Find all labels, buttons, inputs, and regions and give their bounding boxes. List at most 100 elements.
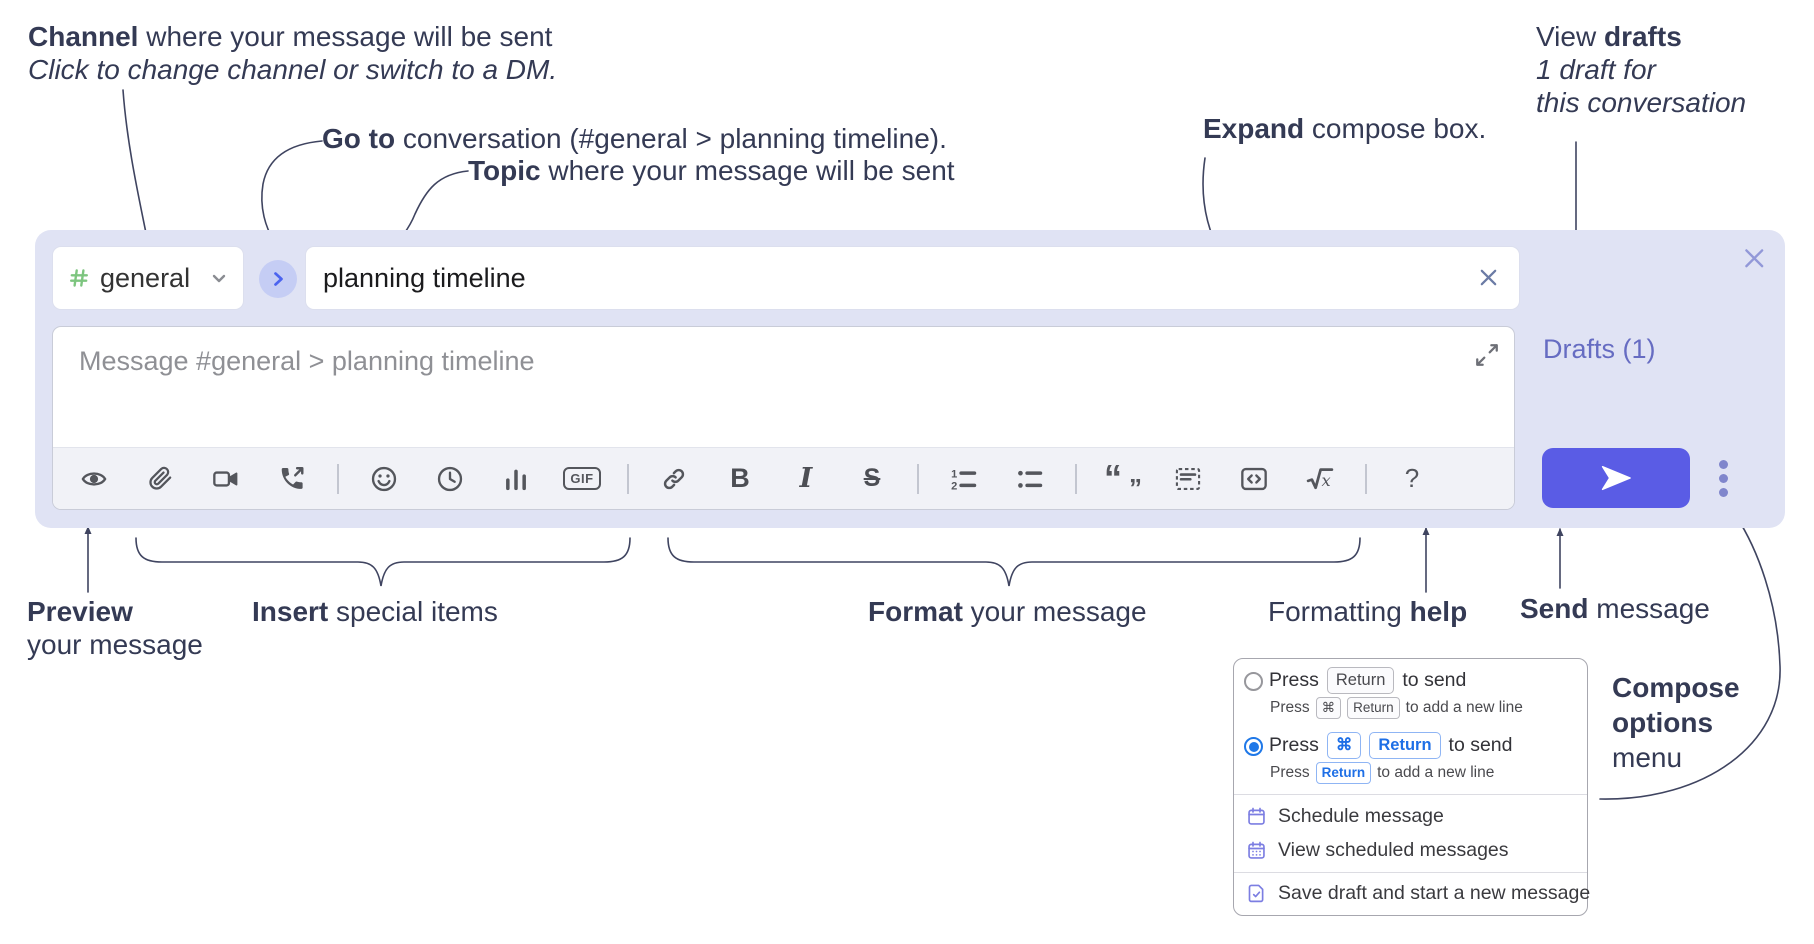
emoji-button[interactable]	[351, 448, 417, 510]
quote-button[interactable]: “ ”	[1089, 448, 1155, 510]
bold-button[interactable]: B	[707, 448, 773, 510]
ellipsis-icon	[1718, 459, 1728, 469]
help-icon: ?	[1404, 463, 1420, 493]
menu-item-save-draft[interactable]: Save draft and start a new message	[1246, 882, 1590, 905]
compose-toolbar: GIF B I S	[53, 447, 1514, 509]
go-to-conversation-button[interactable]	[259, 260, 297, 298]
close-compose-button[interactable]	[1741, 245, 1767, 271]
menu-divider	[1234, 794, 1587, 795]
math-sqrt-icon: x	[1306, 467, 1334, 489]
radio-enter-sends[interactable]	[1244, 672, 1263, 691]
preview-button[interactable]	[61, 448, 127, 510]
expand-icon	[1476, 344, 1498, 366]
option-enter-to-send-hint: Press ⌘ Return to add a new line	[1270, 697, 1523, 719]
attach-file-button[interactable]	[127, 448, 193, 510]
code-icon	[1241, 467, 1267, 490]
topic-value: planning timeline	[323, 262, 526, 293]
note-formatting-help: Formatting help	[1268, 596, 1468, 627]
note-format: Format your message	[868, 596, 1147, 627]
brace-insert	[135, 537, 631, 587]
menu-item-view-scheduled[interactable]: View scheduled messages	[1246, 839, 1509, 862]
audio-call-button[interactable]	[259, 448, 325, 510]
svg-text:1: 1	[951, 468, 957, 480]
toolbar-divider	[1075, 463, 1077, 494]
return-key: Return	[1326, 667, 1395, 694]
note-send: Send message	[1520, 593, 1710, 624]
spoiler-button[interactable]	[1155, 448, 1221, 510]
toolbar-divider	[917, 463, 919, 494]
compose-options-menu: Press Return to send Press ⌘ Return to a…	[1233, 658, 1590, 916]
link-button[interactable]	[641, 448, 707, 510]
send-icon	[1601, 465, 1631, 491]
note-channel: Channel where your message will be sent …	[28, 21, 558, 85]
chevron-right-icon	[274, 272, 283, 286]
ellipsis-icon	[1718, 487, 1728, 497]
toolbar-divider	[627, 463, 629, 494]
link-icon	[663, 468, 685, 489]
note-topic: Topic where your message will be sent	[468, 155, 955, 186]
math-button[interactable]: x	[1287, 448, 1353, 510]
bar-chart-icon	[506, 469, 526, 490]
ellipsis-icon	[1718, 473, 1728, 483]
clock-icon	[437, 466, 463, 491]
calendar-grid-icon	[1248, 841, 1265, 859]
note-expand: Expand compose box.	[1203, 113, 1487, 144]
poll-button[interactable]	[483, 448, 549, 510]
calendar-icon	[1248, 807, 1265, 825]
drafts-link[interactable]: Drafts (1)	[1543, 334, 1656, 364]
channel-name: general	[100, 262, 191, 293]
quote-icon: “ ”	[1104, 456, 1142, 503]
code-button[interactable]	[1221, 448, 1287, 510]
numbered-list-button[interactable]: 1 2	[931, 448, 997, 510]
option-cmd-enter-to-send-hint: Press Return to add a new line	[1270, 762, 1494, 784]
chevron-down-icon	[212, 274, 226, 283]
save-draft-icon	[1248, 884, 1264, 903]
toolbar-divider	[337, 463, 339, 494]
radio-cmd-enter-sends[interactable]	[1244, 737, 1263, 756]
arrow-go-to	[261, 140, 323, 242]
note-insert: Insert special items	[252, 596, 498, 627]
option-enter-to-send[interactable]: Press Return to send	[1269, 667, 1466, 694]
bold-icon: B	[730, 463, 750, 493]
topic-clear-button[interactable]	[1477, 266, 1500, 289]
bulleted-list-icon	[1018, 470, 1043, 488]
return-key: Return	[1315, 762, 1372, 784]
video-call-button[interactable]	[193, 448, 259, 510]
option-cmd-enter-to-send[interactable]: Press ⌘ Return to send	[1269, 732, 1513, 759]
gif-icon: GIF	[563, 467, 601, 490]
strikethrough-button[interactable]: S	[839, 448, 905, 510]
send-button[interactable]	[1542, 448, 1690, 508]
brace-format	[667, 537, 1361, 587]
note-view-drafts: View drafts 1 draft for this conversatio…	[1536, 21, 1747, 118]
gif-button[interactable]: GIF	[549, 448, 615, 510]
note-compose-options: Compose options menu	[1612, 672, 1740, 773]
italic-button[interactable]: I	[773, 448, 839, 510]
numbered-list-icon: 1 2	[951, 468, 977, 492]
note-go-to: Go to conversation (#general > planning …	[322, 123, 947, 154]
return-key: Return	[1369, 732, 1441, 759]
arrow-channel	[122, 89, 150, 239]
compose-box: general planning timeline Drafts (1)	[35, 230, 1785, 528]
bulleted-list-button[interactable]	[997, 448, 1063, 510]
topic-input[interactable]: planning timeline	[305, 246, 1520, 310]
phone-call-icon	[281, 466, 304, 489]
menu-item-schedule-message[interactable]: Schedule message	[1246, 805, 1444, 828]
channel-selector[interactable]: general	[52, 246, 244, 310]
cmd-key: ⌘	[1315, 697, 1342, 719]
svg-text:x: x	[1322, 470, 1331, 489]
italic-icon: I	[799, 463, 813, 494]
formatting-help-button[interactable]: ?	[1379, 448, 1445, 510]
note-preview: Preview your message	[27, 596, 203, 660]
toolbar-divider	[1365, 463, 1367, 494]
schedule-time-button[interactable]	[417, 448, 483, 510]
cmd-key: ⌘	[1326, 732, 1362, 759]
compose-options-button[interactable]	[1711, 448, 1735, 508]
strikethrough-icon: S	[863, 464, 881, 492]
message-box: Message #general > planning timeline	[52, 326, 1515, 510]
svg-text:2: 2	[951, 480, 957, 492]
expand-compose-button[interactable]	[1474, 342, 1500, 368]
message-input[interactable]: Message #general > planning timeline	[79, 346, 535, 376]
close-icon	[1480, 269, 1497, 286]
channel-hash-icon	[70, 269, 88, 287]
